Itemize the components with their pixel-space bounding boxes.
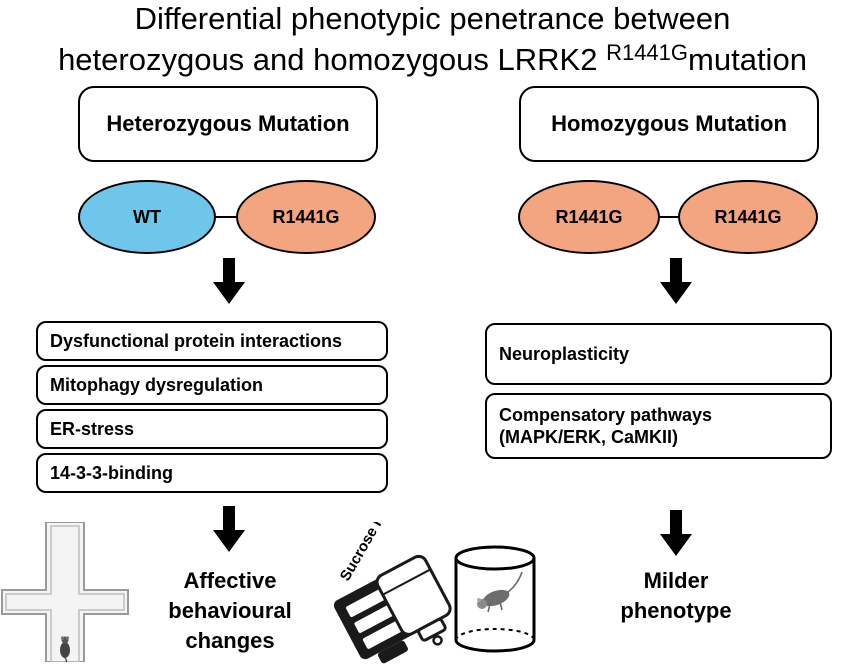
hom-allele-right-label: R1441G	[714, 206, 782, 227]
heterozygous-down-arrow-2	[213, 506, 245, 552]
maze-mouse-icon	[60, 636, 70, 662]
homozygous-header-box: Homozygous Mutation	[519, 86, 819, 162]
heterozygous-allele-connector	[212, 216, 252, 218]
title-line2-prefix: heterozygous and homozygous LRRK2	[58, 42, 598, 77]
hom-item-compensatory-pathways: Compensatory pathways (MAPK/ERK, CaMKII)	[485, 393, 832, 459]
het-outcome-line3: changes	[185, 628, 275, 653]
hom-outcome-line2: phenotype	[620, 598, 732, 623]
hom-item-compensatory-line1: Compensatory pathways	[499, 405, 713, 425]
elevated-plus-maze-illustration	[1, 522, 129, 662]
het-mutant-allele-label: R1441G	[272, 206, 340, 227]
het-item-14-3-3-binding: 14-3-3-binding	[36, 453, 388, 493]
homozygous-header: Homozygous Mutation	[551, 111, 787, 136]
cylinder-mouse-icon	[477, 571, 523, 613]
hom-allele-left-label: R1441G	[555, 206, 623, 227]
wt-allele-ellipse: WT	[78, 180, 216, 254]
title-superscript: R1441G	[606, 40, 689, 65]
homozygous-mechanism-list: Neuroplasticity Compensatory pathways (M…	[485, 323, 832, 459]
homozygous-down-arrow-1	[660, 258, 692, 304]
sucrose-bottles-illustration: Sucrose H2O	[333, 522, 452, 664]
hom-mutant-allele-ellipse-left: R1441G	[518, 180, 660, 254]
heterozygous-mechanism-list: Dysfunctional protein interactions Mitop…	[36, 321, 388, 493]
hom-outcome-line1: Milder	[643, 568, 709, 593]
het-item-protein-interactions: Dysfunctional protein interactions	[36, 321, 388, 361]
diagram-title-line2: heterozygous and homozygous LRRK2 R1441G…	[0, 36, 865, 77]
homozygous-down-arrow-2	[660, 510, 692, 556]
cylinder-test-illustration	[454, 545, 536, 653]
hom-mutant-allele-ellipse-right: R1441G	[678, 180, 818, 254]
het-mutant-allele-ellipse: R1441G	[236, 180, 376, 254]
wt-allele-label: WT	[133, 206, 161, 227]
clear-bottle-icon	[375, 554, 452, 646]
heterozygous-header: Heterozygous Mutation	[106, 111, 350, 136]
het-outcome-line2: behavioural	[168, 598, 292, 623]
hom-item-compensatory-line2: (MAPK/ERK, CaMKII)	[499, 427, 678, 447]
het-item-mitophagy: Mitophagy dysregulation	[36, 365, 388, 405]
heterozygous-down-arrow-1	[213, 258, 245, 304]
homozygous-allele-connector	[656, 216, 696, 218]
het-item-er-stress: ER-stress	[36, 409, 388, 449]
heterozygous-header-box: Heterozygous Mutation	[78, 86, 378, 162]
diagram-title-line1: Differential phenotypic penetrance betwe…	[134, 1, 731, 36]
homozygous-outcome: Milder phenotype	[596, 566, 756, 626]
hom-item-neuroplasticity: Neuroplasticity	[485, 323, 832, 385]
het-outcome-line1: Affective	[183, 568, 277, 593]
heterozygous-outcome: Affective behavioural changes	[150, 566, 310, 656]
title-line2-suffix: mutation	[688, 42, 807, 77]
